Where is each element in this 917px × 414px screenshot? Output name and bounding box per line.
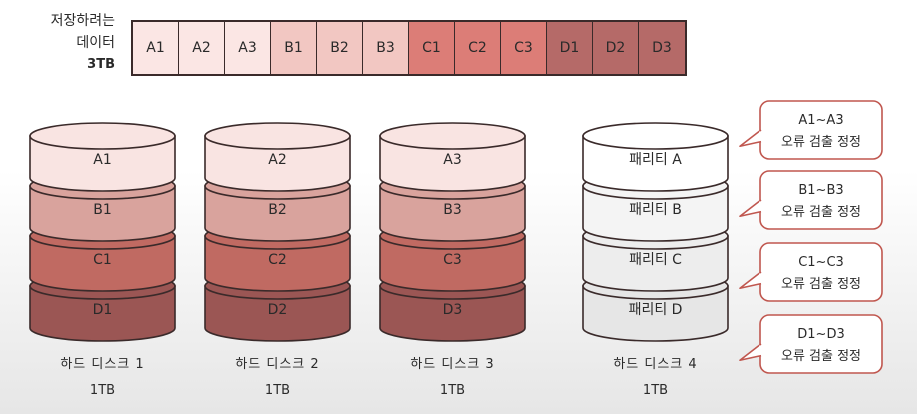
callout-text: 오류 검출 정정 (781, 277, 861, 292)
disk-capacity: 1TB (643, 383, 668, 398)
platter-label: D2 (268, 302, 288, 318)
disk-platter: A2 (204, 122, 351, 192)
error-correction-callout: B1~B3 오류 검출 정정 (739, 170, 883, 230)
disk-platter: 패리티 A (582, 122, 729, 192)
disk-name: 하드 디스크 2 (235, 357, 319, 372)
hard-disk-1: D1 C1 B1 A1 하드 디스크 1 1TB (29, 122, 176, 398)
platter-label: A3 (443, 152, 461, 168)
disk-platter: C3 (379, 222, 526, 292)
platter-label: C1 (93, 252, 112, 268)
platter-label: C3 (443, 252, 462, 268)
data-label-line1: 저장하려는 (50, 13, 115, 29)
data-block-c3: C3 (501, 22, 547, 74)
disk-platter: A3 (379, 122, 526, 192)
hard-disk-3: D3 C3 B3 A3 하드 디스크 3 1TB (379, 122, 526, 398)
callout-text: 오류 검출 정정 (781, 349, 861, 364)
data-label: 저장하려는 데이터 3TB (20, 10, 115, 76)
data-label-line2: 데이터 (76, 35, 115, 51)
platter-label: A2 (268, 152, 286, 168)
platter-label: 패리티 C (629, 252, 682, 268)
disk-name: 하드 디스크 3 (410, 357, 494, 372)
data-block-a3: A3 (225, 22, 271, 74)
hard-disk-4: 패리티 D 패리티 C 패리티 B 패리티 A 하드 디스크 4 1TB (582, 122, 729, 398)
platter-label: D3 (443, 302, 463, 318)
callout-text: 오류 검출 정정 (781, 205, 861, 220)
data-block-a2: A2 (179, 22, 225, 74)
platter-label: B2 (268, 202, 287, 218)
hard-disk-2: D2 C2 B2 A2 하드 디스크 2 1TB (204, 122, 351, 398)
callout-range: A1~A3 (798, 113, 843, 128)
error-correction-callout: D1~D3 오류 검출 정정 (739, 314, 883, 374)
data-block-d1: D1 (547, 22, 593, 74)
callout-range: D1~D3 (797, 327, 844, 342)
data-block-b2: B2 (317, 22, 363, 74)
data-block-b3: B3 (363, 22, 409, 74)
disk-capacity: 1TB (440, 383, 465, 398)
callout-range: C1~C3 (798, 255, 844, 270)
data-block-a1: A1 (133, 22, 179, 74)
callout-range: B1~B3 (798, 183, 843, 198)
data-block-d3: D3 (639, 22, 685, 74)
data-block-c1: C1 (409, 22, 455, 74)
platter-label: A1 (93, 152, 111, 168)
callout-text: 오류 검출 정정 (781, 135, 861, 150)
data-block-b1: B1 (271, 22, 317, 74)
platter-label: C2 (268, 252, 287, 268)
platter-label: 패리티 D (629, 302, 683, 318)
disk-capacity: 1TB (265, 383, 290, 398)
disk-name: 하드 디스크 1 (60, 357, 144, 372)
platter-label: B1 (93, 202, 112, 218)
error-correction-callout: C1~C3 오류 검출 정정 (739, 242, 883, 302)
disk-platter: A1 (29, 122, 176, 192)
disk-capacity: 1TB (90, 383, 115, 398)
platter-label: 패리티 B (629, 202, 682, 218)
disk-name: 하드 디스크 4 (613, 357, 697, 372)
platter-label: 패리티 A (629, 152, 682, 168)
error-correction-callout: A1~A3 오류 검출 정정 (739, 100, 883, 160)
data-block-d2: D2 (593, 22, 639, 74)
platter-label: B3 (443, 202, 462, 218)
data-block-c2: C2 (455, 22, 501, 74)
platter-label: D1 (93, 302, 113, 318)
data-size: 3TB (87, 57, 115, 72)
